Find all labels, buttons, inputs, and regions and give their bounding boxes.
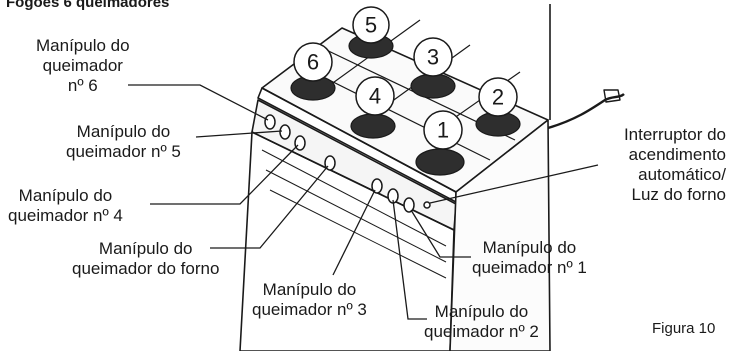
knob-3 (371, 178, 383, 194)
label-knob2: Manípulo do queimador nº 2 (424, 302, 539, 341)
leader-knob3 (332, 189, 376, 276)
burner-number-4: 4 (369, 84, 381, 109)
burner-number-6: 6 (307, 50, 319, 75)
leader-lines (128, 84, 599, 320)
label-knob6: Manípulo do queimador nº 6 (36, 36, 130, 95)
diagram-title: Fogões 6 queimadores (6, 0, 170, 11)
burners (290, 33, 521, 176)
burner-number-circles (293, 6, 518, 150)
oven-door-lines (261, 149, 447, 279)
label-knob4: Manípulo do queimador nº 4 (8, 186, 123, 225)
leader-knob4 (150, 144, 299, 205)
ignition-button (423, 201, 431, 209)
knob-1 (403, 197, 415, 213)
burner-3 (410, 73, 456, 99)
figure-caption: Figura 10 (652, 320, 716, 337)
label-knob5: Manípulo do queimador nº 5 (66, 122, 181, 161)
burner-number-1: 1 (437, 118, 449, 143)
label-ignition: Interruptor do acendimento automático/ L… (623, 125, 726, 204)
power-plug (603, 89, 621, 103)
leader-ignition (429, 164, 599, 204)
knob-6 (264, 114, 276, 130)
leader-oven (210, 165, 329, 249)
burner-number-3: 3 (427, 45, 439, 70)
burner-1 (415, 148, 465, 176)
leader-knob5 (195, 130, 283, 138)
label-knob3: Manípulo do queimador nº 3 (252, 280, 367, 319)
label-oven: Manípulo do queimador do forno (72, 239, 220, 278)
burner-number-2: 2 (492, 85, 504, 110)
knob-4 (294, 135, 306, 151)
leader-knob1 (410, 209, 471, 258)
leader-knob6 (128, 84, 269, 121)
label-knob1: Manípulo do queimador nº 1 (472, 238, 587, 277)
stove-body (239, 131, 455, 351)
burner-number-5: 5 (365, 13, 377, 38)
power-cable (547, 93, 625, 130)
burner-4 (350, 113, 396, 139)
stove-side (449, 119, 551, 351)
knob-5 (279, 124, 291, 140)
knobs (264, 114, 431, 213)
leader-knob2 (392, 199, 427, 320)
